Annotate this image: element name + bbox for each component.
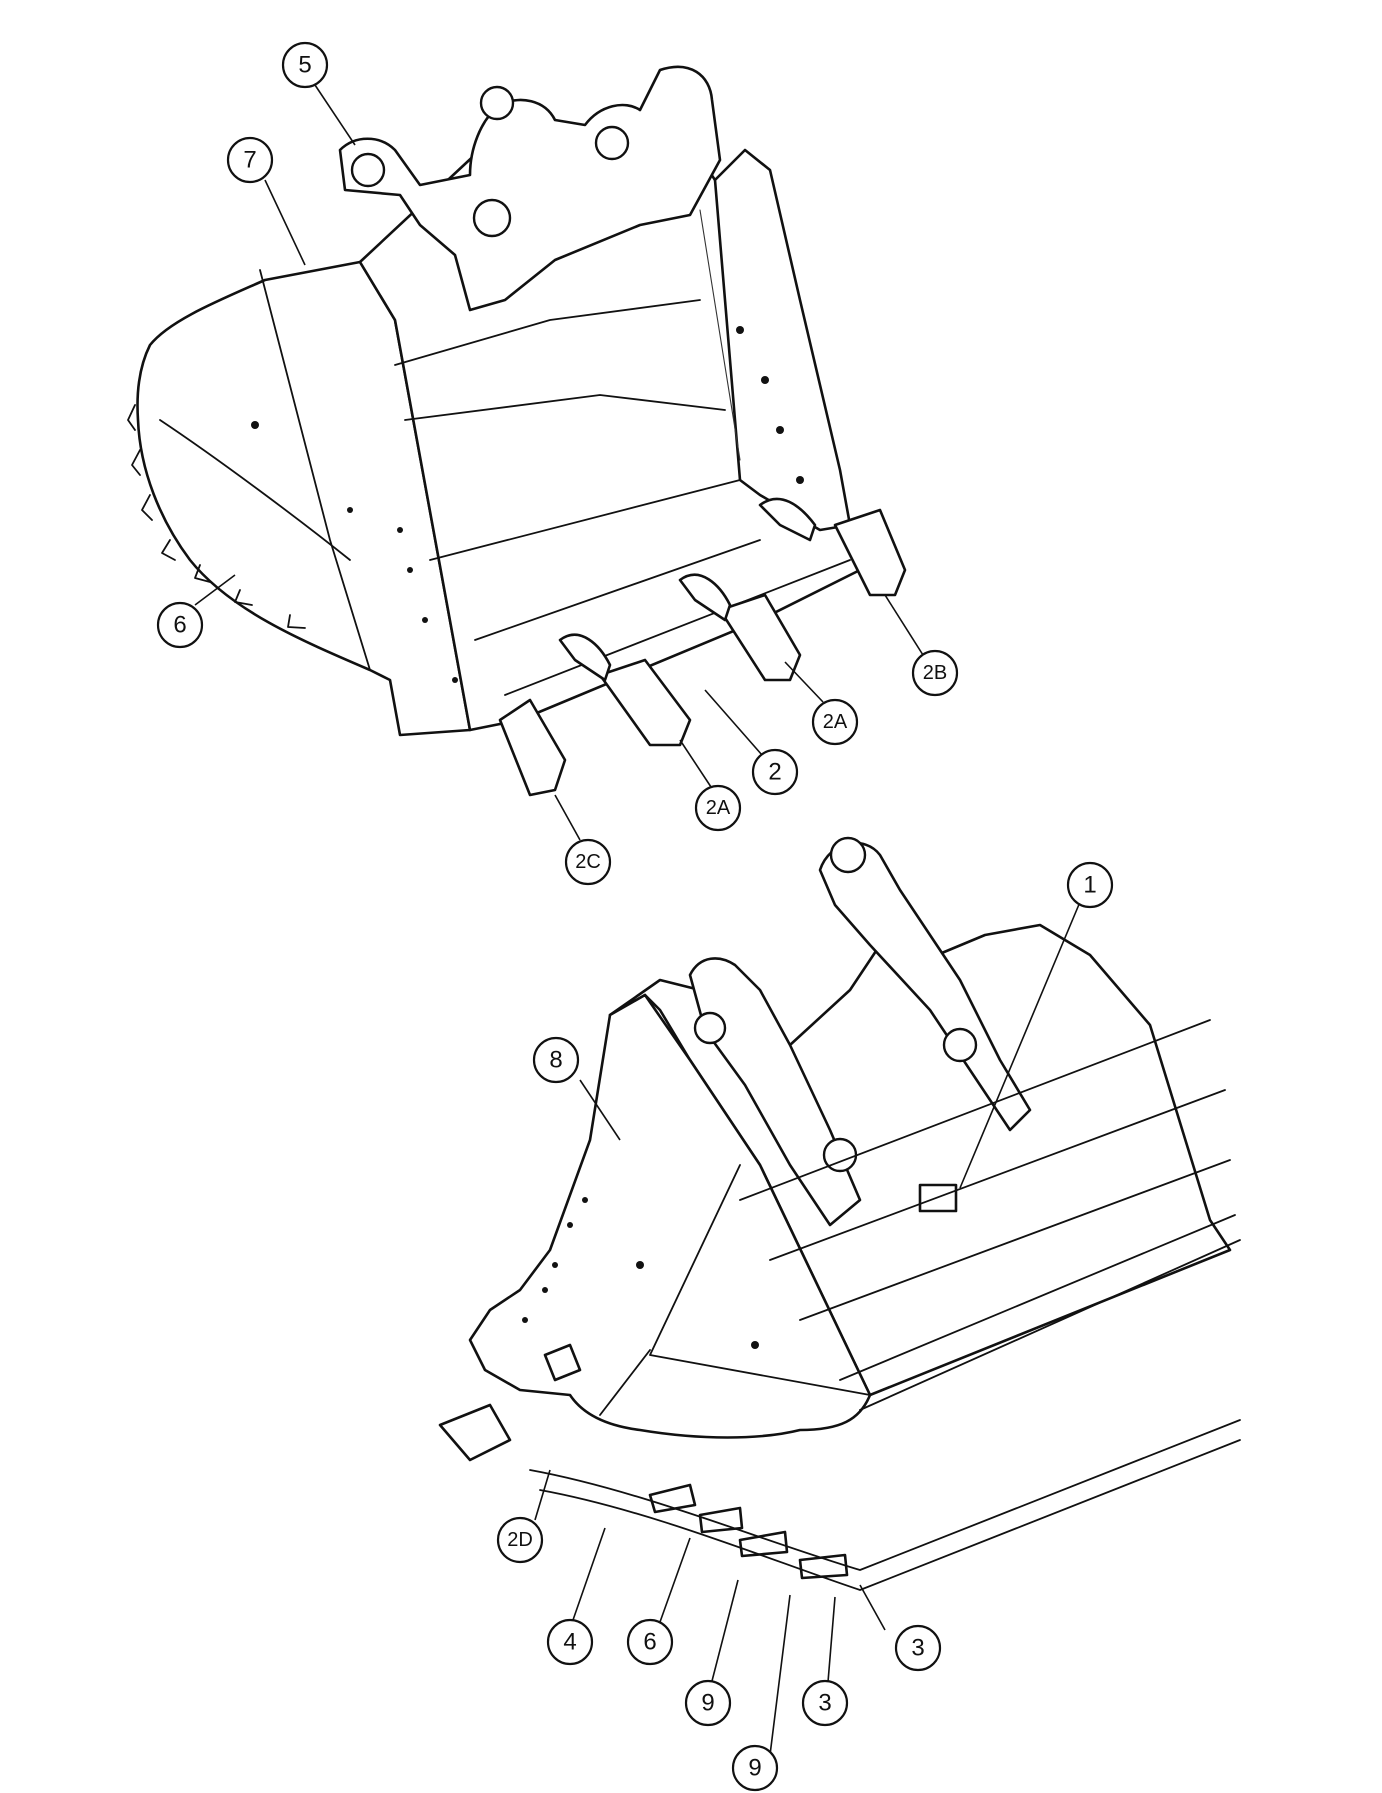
callout-6-upper-label: 6 [173, 612, 186, 639]
callout-1: 1 [1066, 861, 1114, 909]
callout-3-left-label: 3 [818, 1690, 831, 1717]
callout-9-lower: 9 [731, 1744, 779, 1792]
lower-lug-hole-1 [693, 1011, 727, 1045]
callout-8: 8 [532, 1036, 580, 1084]
callout-4: 4 [546, 1618, 594, 1666]
callout-3-left: 3 [801, 1679, 849, 1727]
upper-bucket-side-plate [136, 260, 472, 737]
upper-lug-hole-4 [472, 198, 512, 238]
callout-2B-label: 2B [923, 662, 947, 684]
upper-lug-hole-1 [350, 152, 386, 188]
callout-4-label: 4 [563, 1629, 576, 1656]
callout-2-label: 2 [768, 759, 781, 786]
callout-3-right-label: 3 [911, 1635, 924, 1662]
upper-bucket-mount-bracket [338, 65, 722, 312]
callout-2A-left: 2A [694, 784, 742, 832]
callout-6-upper: 6 [156, 601, 204, 649]
callout-2D-label: 2D [507, 1529, 533, 1551]
callout-6-lower: 6 [626, 1618, 674, 1666]
upper-bucket-drawing [127, 65, 907, 797]
callout-9-upper-label: 9 [701, 1690, 714, 1717]
leader-lines [194, 84, 1081, 1756]
lower-lug-hole-2 [829, 836, 867, 874]
upper-lug-hole-2 [479, 85, 515, 121]
callout-2A-right: 2A [811, 698, 859, 746]
callout-2A-right-label: 2A [823, 711, 848, 733]
callout-2B: 2B [911, 649, 959, 697]
callout-5: 5 [281, 41, 329, 89]
lower-side-tooth [438, 1403, 512, 1462]
callout-5-label: 5 [298, 52, 311, 79]
upper-lug-hole-3 [594, 125, 630, 161]
callout-2C: 2C [564, 838, 612, 886]
lower-bucket-side-panel [468, 993, 872, 1439]
upper-teeth [498, 497, 907, 797]
lower-bucket-drawing [438, 836, 1241, 1591]
callout-7: 7 [226, 136, 274, 184]
callout-2A-left-label: 2A [706, 797, 731, 819]
callout-6-lower-label: 6 [643, 1629, 656, 1656]
callout-1-label: 1 [1083, 872, 1096, 899]
callout-7-label: 7 [243, 147, 256, 174]
callout-9-upper: 9 [684, 1679, 732, 1727]
callout-2C-label: 2C [575, 851, 601, 873]
lower-bucket-lug-left [688, 957, 862, 1227]
lower-lug-hole-4 [942, 1027, 978, 1063]
callout-2: 2 [751, 748, 799, 796]
upper-bucket-right-plate [713, 148, 852, 532]
callout-2D: 2D [496, 1516, 544, 1564]
callout-8-label: 8 [549, 1047, 562, 1074]
callout-3-right: 3 [894, 1624, 942, 1672]
callout-9-lower-label: 9 [748, 1755, 761, 1782]
